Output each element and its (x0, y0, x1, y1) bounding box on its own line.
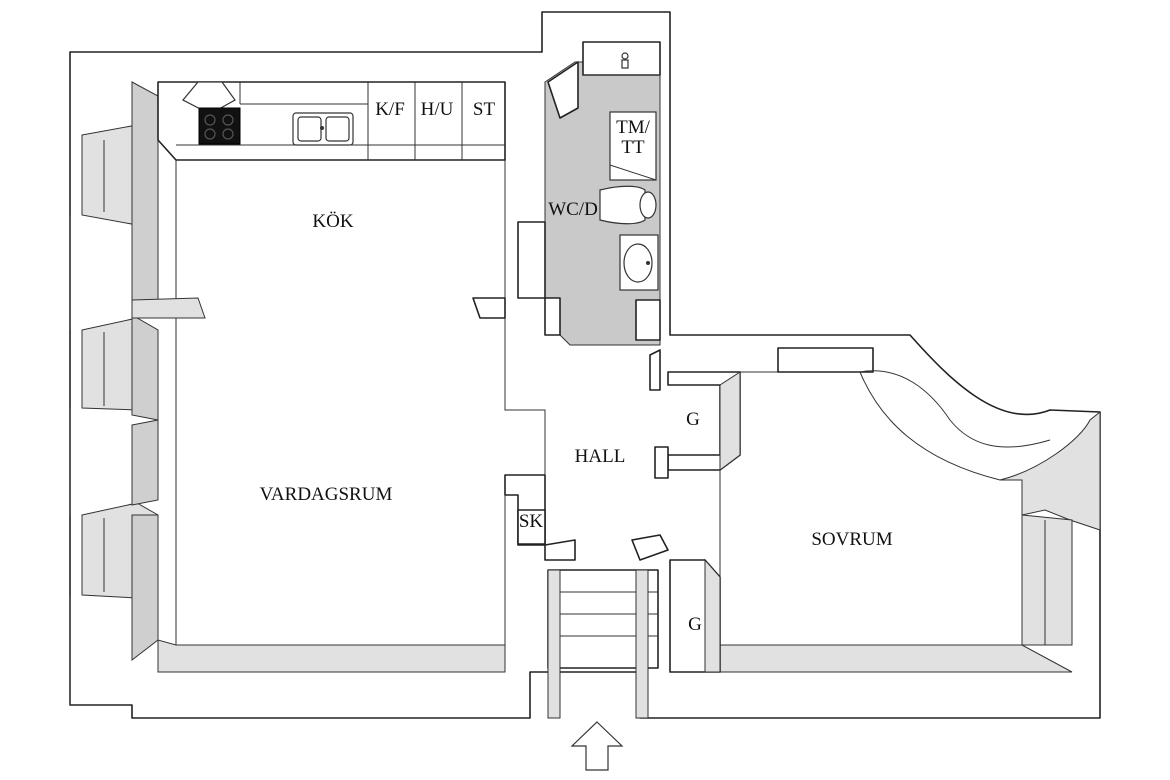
kitchen-divider-ledge (131, 297, 206, 319)
label-tm-line1: TM/ (616, 117, 651, 138)
stove-icon (198, 107, 241, 145)
toilet-icon (599, 185, 657, 225)
bath-tap-icon (621, 52, 629, 69)
bedroom (669, 347, 1101, 673)
west-windows (69, 81, 159, 705)
washbasin-icon (619, 234, 659, 291)
entrance-arrow-icon (570, 721, 624, 771)
label-g-sovrum: G (688, 614, 702, 635)
label-g-hall: G (686, 409, 700, 430)
washer-dryer (609, 111, 657, 181)
hall-walls (472, 297, 741, 561)
label-tm-line2: TT (621, 137, 645, 158)
label-sk: SK (519, 511, 544, 532)
label-kf: K/F (375, 99, 405, 120)
label-wc: WC/D (548, 199, 598, 220)
kitchen-counter (157, 81, 506, 161)
label-hu: H/U (421, 99, 454, 120)
label-sovrum: SOVRUM (811, 529, 892, 550)
living-floor-edge (157, 639, 506, 673)
kitchen-sink-icon (292, 112, 354, 146)
label-hall: HALL (575, 446, 626, 467)
label-st: ST (473, 99, 496, 120)
entrance-stairs (547, 569, 659, 719)
label-kok: KÖK (312, 211, 353, 232)
label-vardagsrum: VARDAGSRUM (260, 484, 393, 505)
